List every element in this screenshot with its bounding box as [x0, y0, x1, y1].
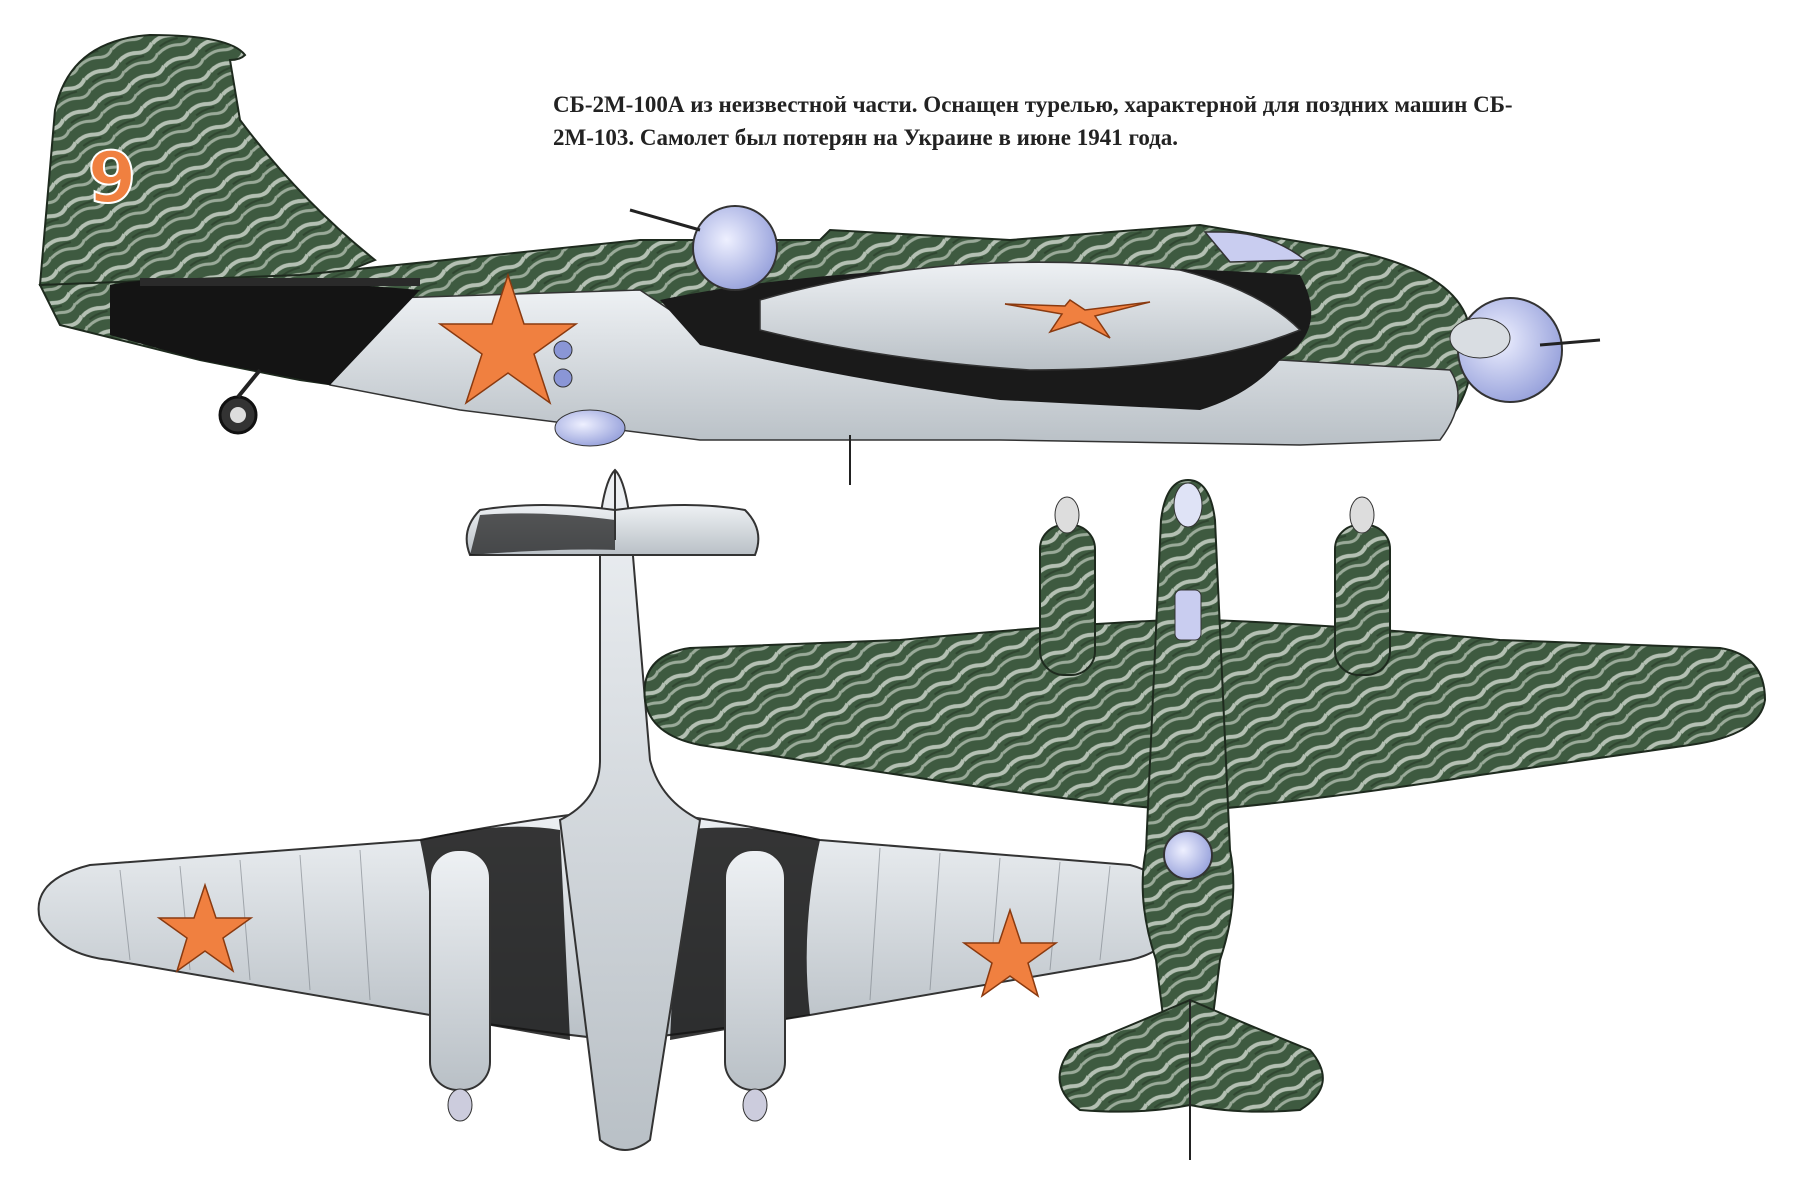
top-tailplane [1058, 998, 1324, 1113]
bottom-left-nacelle [429, 849, 491, 1091]
red-star-icon [156, 882, 254, 973]
side-wing-root [759, 261, 1302, 371]
side-spinner [1449, 317, 1511, 359]
top-dorsal-turret [1163, 830, 1213, 880]
bottom-view [37, 468, 1177, 1151]
red-star-icon [961, 907, 1059, 998]
top-left-nacelle [1039, 524, 1096, 676]
red-star-icon [1004, 299, 1151, 339]
side-ventral-gondola [554, 409, 626, 447]
caption-line-1: СБ-2М-100А из неизвестной части. Оснащен… [553, 92, 1513, 117]
tail-number: 9 [88, 137, 137, 219]
side-tailplane [140, 278, 420, 286]
caption: СБ-2М-100А из неизвестной части. Оснащен… [553, 88, 1613, 154]
caption-line-2: 2М-103. Самолет был потерян на Украине в… [553, 125, 1179, 150]
top-right-nacelle [1334, 524, 1391, 676]
red-star-icon [437, 272, 579, 405]
top-fuselage [1141, 478, 1235, 1082]
side-nose-gun [1539, 338, 1601, 347]
side-tail-fin [38, 33, 377, 292]
top-view [643, 478, 1767, 1160]
bottom-right-nacelle [724, 849, 786, 1091]
side-cockpit-canopy [1203, 231, 1308, 263]
side-dorsal-turret [692, 205, 778, 291]
top-nose-glazing [1173, 482, 1203, 528]
bottom-fuselage [558, 468, 702, 1151]
side-view: 9 [38, 33, 1601, 485]
side-dorsal-gun [629, 208, 701, 232]
top-cockpit-canopy [1174, 589, 1202, 641]
side-tail-black [110, 278, 420, 385]
